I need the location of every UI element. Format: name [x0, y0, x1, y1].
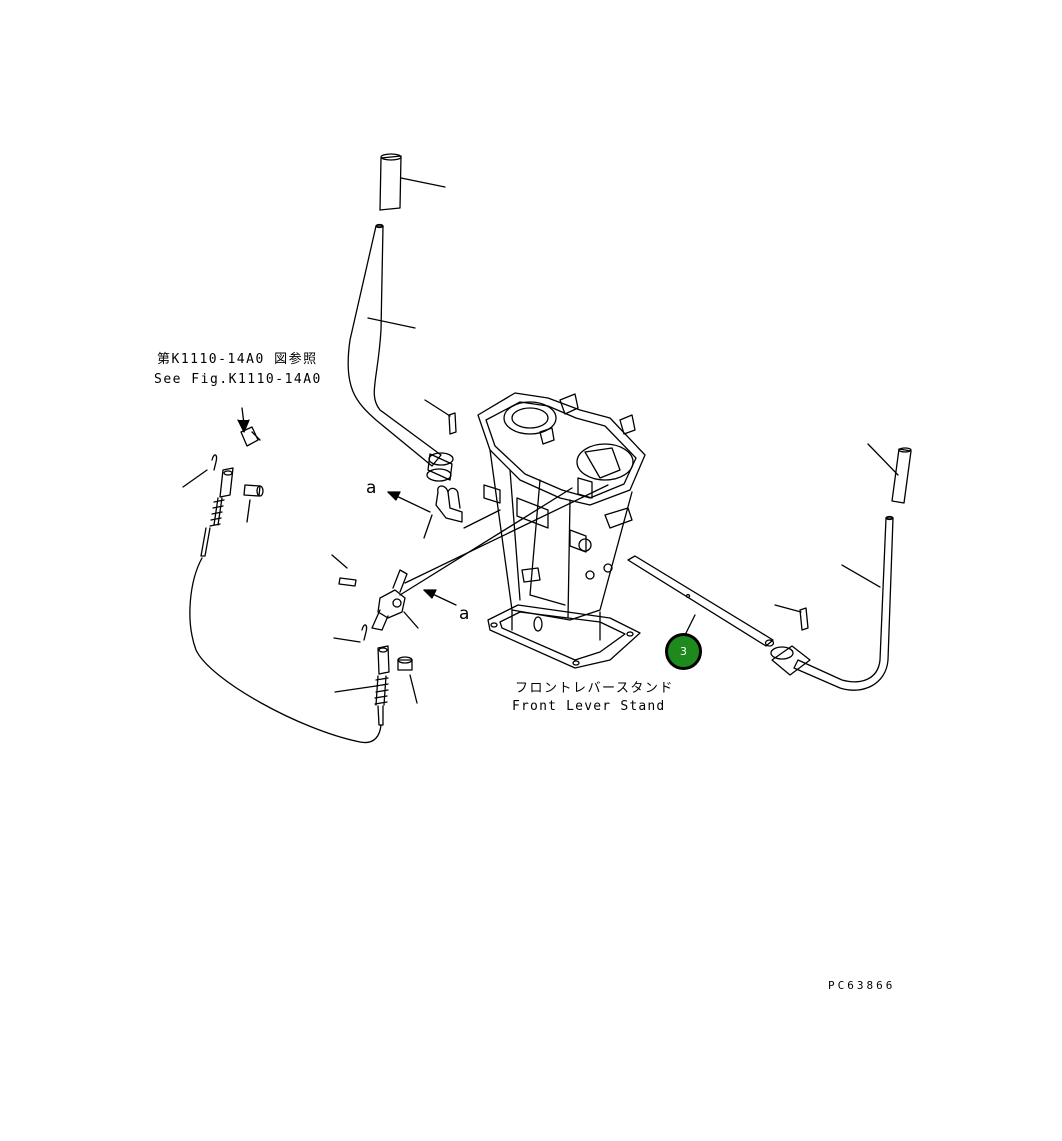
leader-callout-3: [684, 614, 696, 636]
right-lever-boss: [770, 645, 811, 676]
bell-crank: [371, 569, 408, 631]
leader-cable-lower: [334, 685, 377, 693]
left-lever-rod: [347, 223, 442, 467]
section-arrow-a-upper: [387, 491, 431, 513]
cable-run: [189, 557, 382, 744]
linkage-line-1: [399, 487, 573, 596]
drawing-number: PC63866: [828, 979, 896, 992]
cable-lower-end: [374, 645, 390, 726]
linkage-line-3: [404, 484, 609, 584]
reference-note-japanese: 第K1110-14A0 図参照: [157, 352, 318, 367]
cotter-pin-upper: [182, 454, 218, 488]
assembly-label-english: Front Lever Stand: [512, 699, 666, 714]
clevis-pin-upper: [331, 554, 357, 587]
leader-bell-crank: [403, 611, 419, 629]
right-lever-grip: [891, 447, 912, 504]
cross-shaft: [627, 555, 775, 647]
reference-note-english: See Fig.K1110-14A0: [154, 372, 322, 387]
front-lever-stand: [477, 392, 646, 669]
clevis-pin-cable-upper: [243, 484, 264, 523]
assembly-label-japanese: フロントレバースタンド: [515, 681, 674, 696]
leader-grip-right: [867, 443, 899, 476]
section-marker-a-upper: a: [366, 478, 377, 498]
leader-grip-left: [400, 177, 446, 188]
leader-rod-right: [841, 564, 881, 588]
right-lever-rod: [793, 515, 894, 691]
section-marker-a-lower: a: [459, 604, 470, 624]
roll-pin-right: [774, 604, 809, 631]
detail-bracket-a: [423, 485, 463, 539]
left-lever-grip: [379, 153, 402, 211]
section-arrow-a-lower: [423, 589, 457, 606]
linkage-line-2: [463, 509, 501, 529]
leader-rod-left: [367, 317, 416, 329]
cotter-pin-lower: [333, 624, 368, 643]
clevis-pin-cable-lower: [397, 656, 418, 704]
cable-upper-end: [200, 407, 261, 557]
roll-pin-left: [424, 399, 457, 435]
left-lever-boss: [426, 452, 454, 482]
part-callout-3[interactable]: 3: [665, 633, 702, 670]
